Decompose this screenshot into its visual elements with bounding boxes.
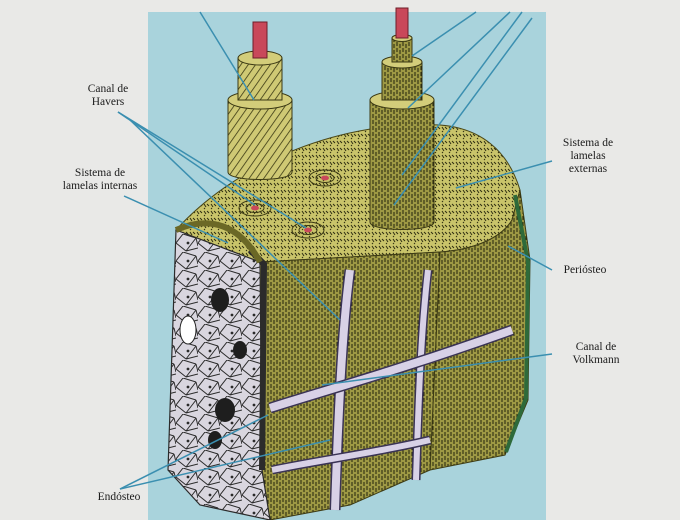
label-periosteum: Periósteo bbox=[553, 264, 617, 277]
label-internal-lamellae: Sistema de lamelas internas bbox=[50, 167, 150, 193]
spongy-bone bbox=[168, 230, 270, 520]
label-havers-canal: Canal de Havers bbox=[68, 83, 148, 109]
haversian-canal bbox=[251, 206, 259, 211]
label-external-lamellae: Sistema de lamelas externas bbox=[548, 137, 628, 176]
blood-vessel-right bbox=[396, 8, 408, 38]
blood-vessel-left bbox=[253, 22, 267, 58]
marrow-cavity bbox=[180, 316, 196, 344]
label-volkmann-canal: Canal de Volkmann bbox=[558, 341, 634, 367]
osteon-cylinder-left bbox=[228, 100, 292, 180]
label-endosteum: Endósteo bbox=[84, 491, 154, 504]
